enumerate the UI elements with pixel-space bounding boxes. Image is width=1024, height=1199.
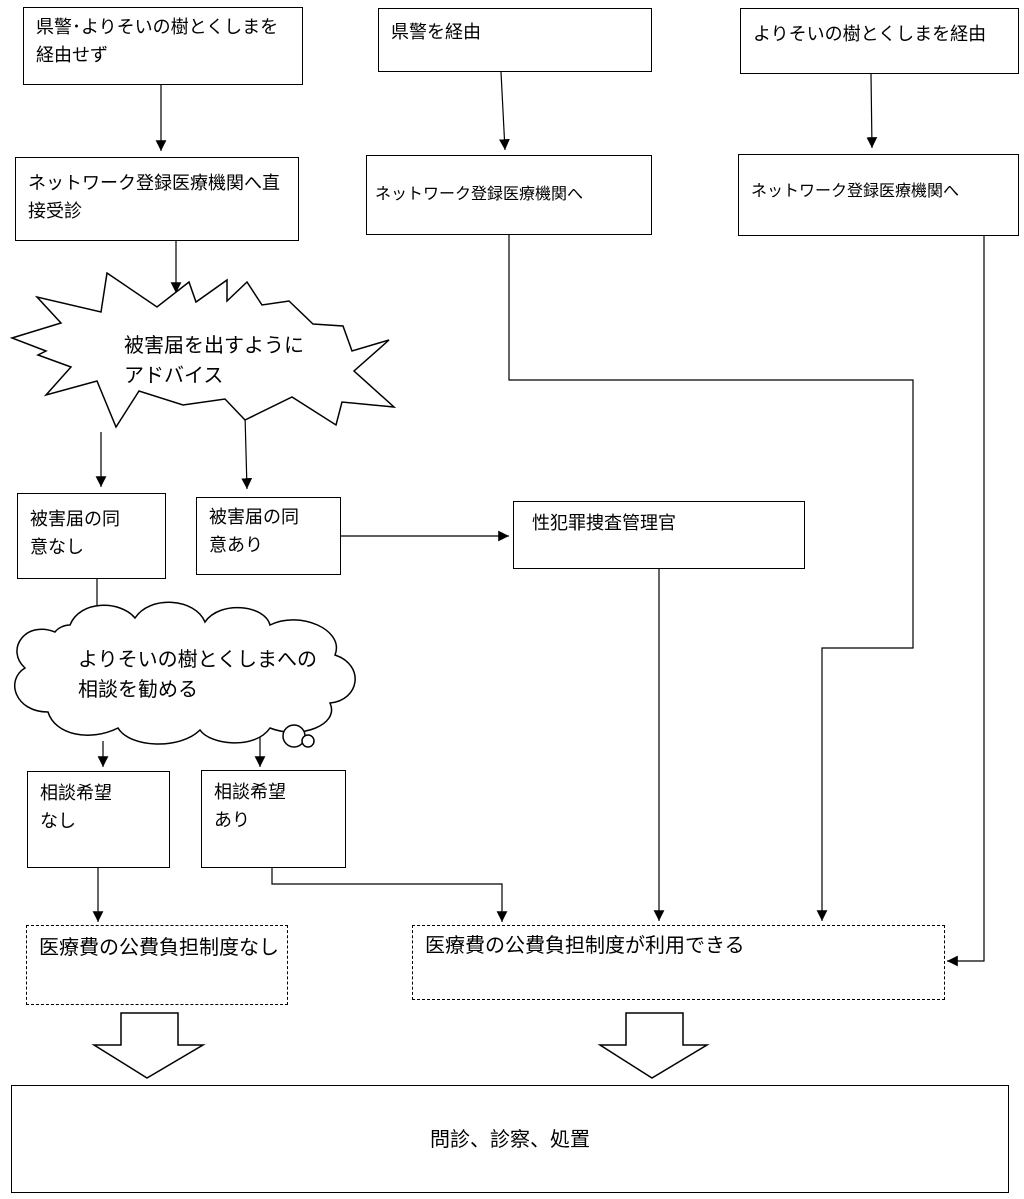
- recommend-cloud-shape: [14, 601, 356, 745]
- box-direct-visit: ネットワーク登録医療機関へ直接受診: [15, 157, 299, 241]
- box-via-police: 県警を経由: [378, 8, 652, 72]
- box-no-subsidy-text: 医療費の公費負担制度なし: [39, 935, 279, 959]
- box-via-yorisoi: よりそいの樹とくしまを経由: [740, 8, 1019, 74]
- box-consult-no-text: 相談希望なし: [40, 783, 112, 832]
- advice-text: 被害届を出すようにアドバイス: [124, 333, 304, 387]
- box-network-police-text: ネットワーク登録医療機関へ: [375, 184, 584, 203]
- box-consult-yes: 相談希望あり: [201, 770, 346, 868]
- cloud-bubble-small: [301, 734, 315, 748]
- box-final-text: 問診、診察、処置: [430, 1127, 590, 1151]
- box-no-subsidy: 医療費の公費負担制度なし: [26, 925, 288, 1005]
- box-direct-visit-text: ネットワーク登録医療機関へ直接受診: [28, 173, 280, 222]
- box-network-yorisoi: ネットワーク登録医療機関へ: [738, 154, 1019, 236]
- block-arrow-right: [597, 1012, 710, 1079]
- arrow-yorisoi-to-network: [866, 73, 878, 149]
- box-subsidy: 医療費の公費負担制度が利用できる: [412, 925, 945, 1000]
- box-investigator-text: 性犯罪捜査管理官: [532, 513, 676, 534]
- box-via-police-text: 県警を経由: [391, 22, 481, 43]
- recommend-text: よりそいの樹とくしまへの相談を勧める: [78, 647, 317, 701]
- box-investigator: 性犯罪捜査管理官: [513, 501, 805, 569]
- box-network-yorisoi-text: ネットワーク登録医療機関へ: [751, 181, 960, 200]
- block-arrow-left: [91, 1012, 206, 1079]
- arrow-network-police-to-subsidy: [508, 234, 914, 921]
- box-consult-no: 相談希望なし: [27, 771, 170, 868]
- arrow-consult-yes-to-subsidy: [271, 868, 508, 922]
- arrow-network-yorisoi-to-subsidy: [947, 236, 985, 967]
- arrow-police-to-network: [499, 71, 510, 151]
- box-no-route-text: 県警･よりそいの樹とくしまを経由せず: [36, 17, 279, 66]
- box-no-route: 県警･よりそいの樹とくしまを経由せず: [23, 7, 303, 85]
- box-consent-no-text: 被害届の同意なし: [30, 509, 120, 558]
- box-consent-yes: 被害届の同意あり: [196, 497, 341, 575]
- arrow-advice-to-consent-yes: [241, 414, 253, 490]
- cloud-bubble-large: [282, 724, 306, 748]
- box-via-yorisoi-text: よりそいの樹とくしまを経由: [753, 24, 987, 45]
- box-consent-yes-text: 被害届の同意あり: [209, 507, 299, 556]
- box-consult-yes-text: 相談希望あり: [214, 782, 286, 831]
- box-network-police: ネットワーク登録医療機関へ: [366, 155, 652, 235]
- advice-burst-shape: [9, 271, 397, 429]
- box-subsidy-text: 医療費の公費負担制度が利用できる: [425, 933, 745, 957]
- box-final: 問診、診察、処置: [11, 1085, 1009, 1193]
- box-consent-no: 被害届の同意なし: [17, 493, 166, 579]
